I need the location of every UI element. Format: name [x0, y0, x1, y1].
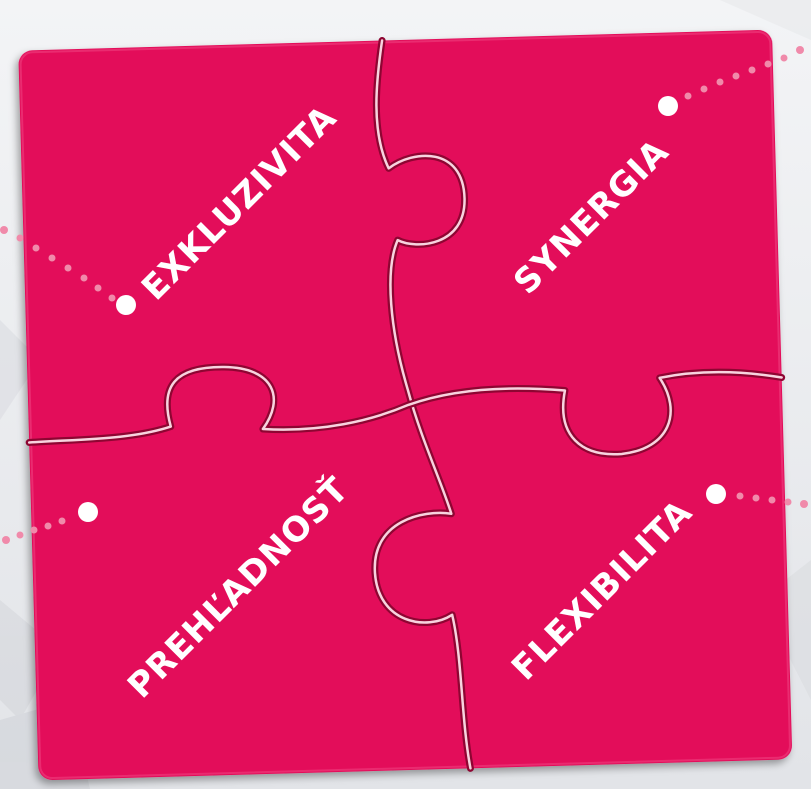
connector-bottom-left: [2, 502, 98, 544]
connector-end-dot: [116, 295, 136, 315]
connector-bottom-right: [706, 484, 808, 508]
connector-end-dot: [78, 502, 98, 522]
connector-end-dot: [658, 96, 678, 116]
connector-top-left: [0, 226, 136, 315]
connector-end-dot: [706, 484, 726, 504]
connector-top-right: [658, 46, 804, 116]
vertical-seam: [373, 39, 472, 770]
horizontal-seam: [27, 365, 783, 456]
